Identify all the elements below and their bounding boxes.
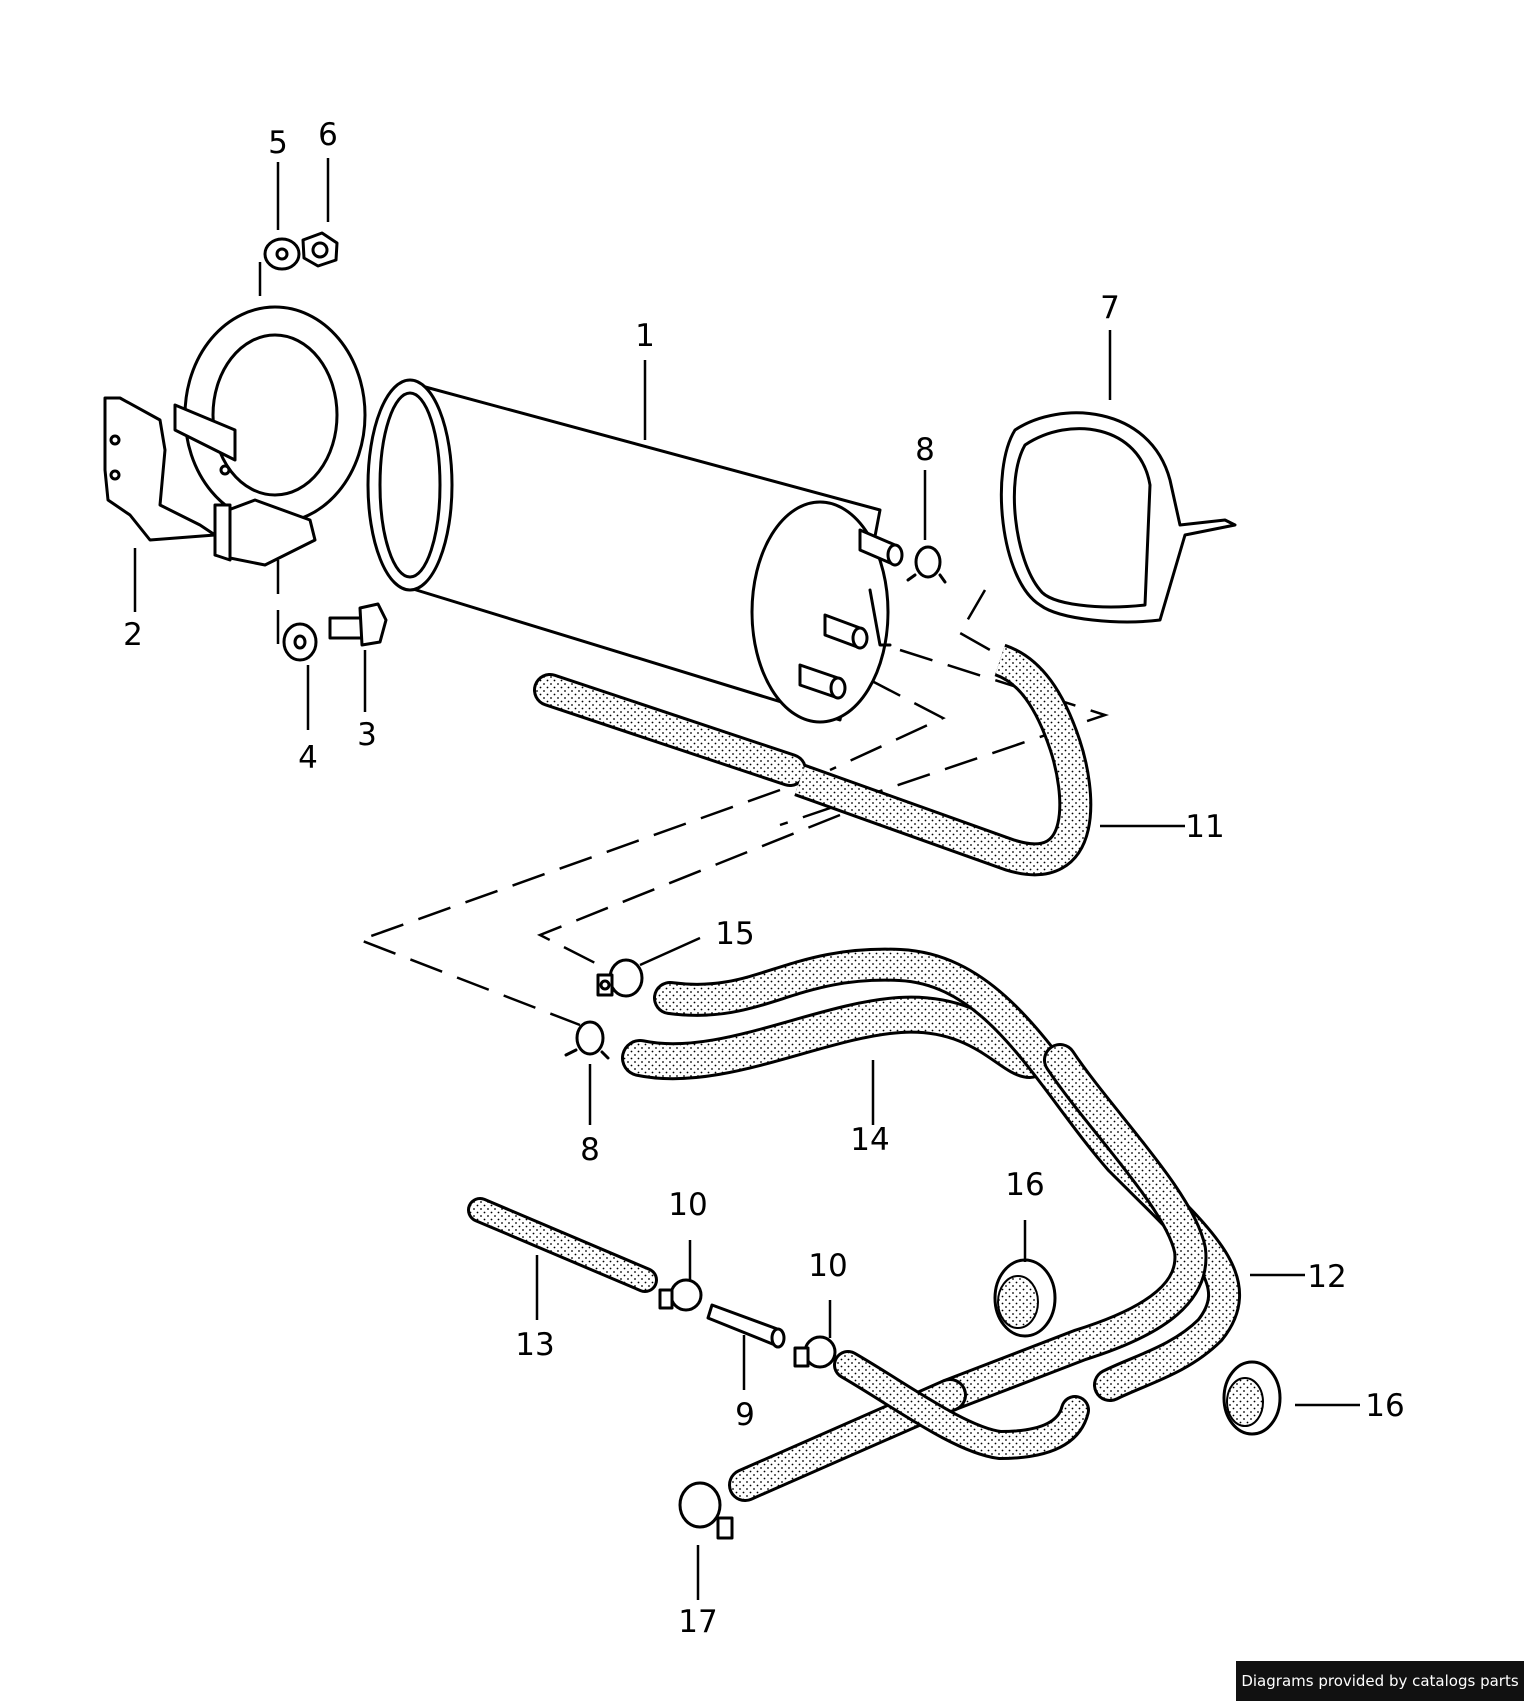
part-6-nut [301,231,339,268]
part-10-clamp-left [658,1278,703,1312]
part-3-bolt [328,602,388,647]
callout-10-right: 10 [808,1248,847,1284]
part-14-hose [621,995,1049,1081]
callout-5: 5 [268,125,288,161]
callout-15: 15 [715,916,754,952]
callout-9: 9 [735,1397,755,1433]
callout-7: 7 [1100,290,1120,326]
callout-8-upper: 8 [915,432,935,468]
part-5-washer [263,237,301,271]
callout-8-lower: 8 [580,1132,600,1168]
part-15-clamp [596,958,644,998]
callout-10-left: 10 [668,1187,707,1223]
part-9-connector [706,1303,786,1349]
callout-6: 6 [318,117,338,153]
part-7-strap [999,411,1237,624]
part-1-canister [366,378,904,724]
part-10-clamp-right [793,1335,837,1369]
part-13-hose [467,1197,658,1293]
callout-2: 2 [123,617,143,653]
callout-3: 3 [357,717,377,753]
part-8-clip-lower [564,1020,610,1060]
callout-14: 14 [850,1122,889,1158]
callout-4: 4 [298,740,318,776]
assembly-lines [258,262,1110,1027]
credit-text: Diagrams provided by catalogs parts [1241,1672,1519,1690]
callout-16-upper: 16 [1005,1167,1044,1203]
part-17-clamp [678,1481,734,1540]
part-2-bracket-clamp [103,305,367,567]
part-11-hose [533,643,1093,877]
part-16-grommet-upper [993,1258,1057,1338]
callout-1: 1 [635,318,655,354]
callout-11: 11 [1185,809,1224,845]
callout-13: 13 [515,1327,554,1363]
callout-16-lower: 16 [1365,1388,1404,1424]
part-16-grommet-lower [1222,1360,1282,1436]
part-4-washer [282,622,318,662]
leader-lines [133,158,1360,1600]
callout-12: 12 [1307,1259,1346,1295]
part-12-hose [653,947,1242,1502]
callout-17: 17 [678,1604,717,1640]
part-8-clip-upper [906,545,947,584]
callouts: 1 2 3 4 5 6 7 8 8 9 10 10 11 12 13 14 15… [123,117,1405,1640]
credit-banner: Diagrams provided by catalogs parts [1236,1661,1524,1701]
